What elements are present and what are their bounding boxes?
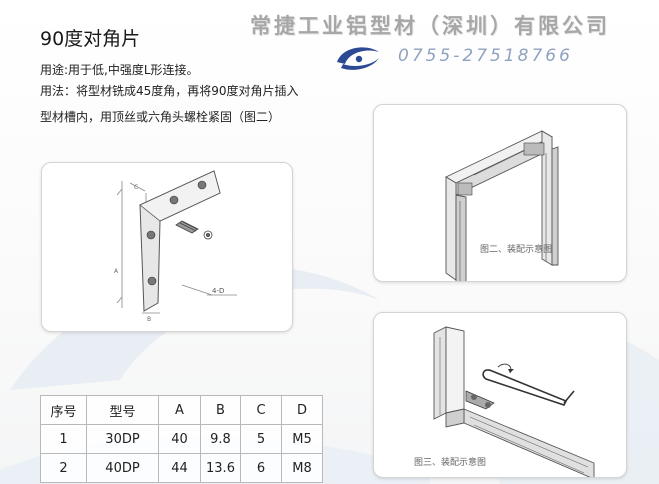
svg-text:C: C [134, 184, 138, 191]
method-text-line2: 型材槽内，用顶丝或六角头螺栓紧固（图二） [40, 110, 281, 124]
svg-text:B: B [147, 316, 151, 323]
figure-3-caption: 图三、装配示意图 [414, 458, 487, 468]
figure-2-caption: 图二、装配示意图 [480, 245, 553, 255]
cell-c: 5 [240, 424, 282, 454]
cell-c: 6 [240, 453, 282, 483]
assembly-figure-3-panel: 图三、装配示意图 [373, 312, 627, 478]
cell-d: M8 [281, 453, 323, 483]
cell-model: 30DP [86, 424, 159, 454]
cell-d: M5 [281, 424, 323, 454]
assembly-figure-2 [445, 130, 559, 281]
table-row: 2 40DP 44 13.6 6 M8 [40, 453, 323, 483]
technical-drawing-panel: C A B 4-D [41, 162, 293, 332]
assembly-figure-3 [433, 326, 595, 477]
hole-label: 4-D [212, 287, 224, 295]
column-header-a: A [158, 395, 201, 425]
cell-model: 40DP [86, 453, 159, 483]
table-header-row: 序号 型号 A B C D [40, 395, 323, 425]
spec-table: 序号 型号 A B C D 1 30DP 40 9.8 5 M5 2 40DP … [40, 395, 323, 483]
company-name-watermark: 常捷工业铝型材（深圳）有限公司 [250, 13, 610, 38]
cell-b: 9.8 [200, 424, 241, 454]
column-header-d: D [281, 395, 323, 425]
cell-b: 13.6 [200, 453, 241, 483]
table-row: 1 30DP 40 9.8 5 M5 [40, 424, 323, 454]
cell-a: 40 [158, 424, 201, 454]
company-logo-icon [337, 47, 379, 70]
column-header-c: C [240, 395, 282, 425]
page-title: 90度对角片 [40, 28, 141, 50]
company-phone: 0755-27518766 [398, 46, 573, 66]
svg-text:A: A [114, 268, 119, 275]
assembly-figure-2-panel: 图二、装配示意图 [373, 104, 627, 282]
method-text-line1: 用法：将型材铣成45度角，再将90度对角片插入 [40, 84, 299, 98]
cell-index: 2 [40, 453, 87, 483]
cell-a: 44 [158, 453, 201, 483]
cell-index: 1 [40, 424, 87, 454]
technical-drawing: C A B 4-D [114, 170, 237, 323]
column-header-model: 型号 [86, 395, 159, 425]
usage-text: 用途:用于低,中强度L形连接。 [40, 63, 199, 77]
column-header-b: B [200, 395, 241, 425]
column-header-index: 序号 [40, 395, 87, 425]
